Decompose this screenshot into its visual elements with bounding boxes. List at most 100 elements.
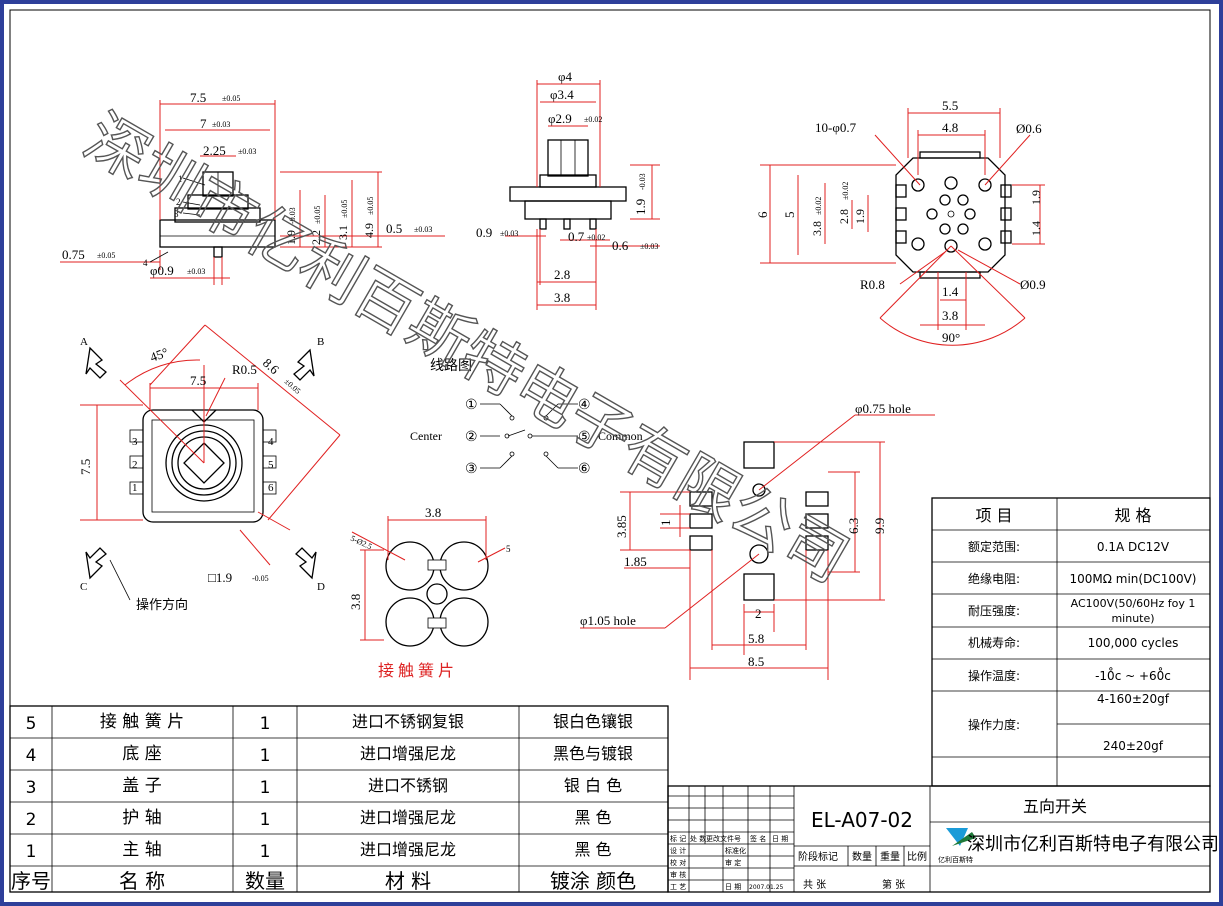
operation-view-labels: A B C D 45° 7.5 R0.5 8.6 ±0.05 7.5 □1.9 … [78, 336, 325, 612]
dim-0-6-center-tol: ±0.03 [640, 242, 658, 251]
operation-view [80, 324, 341, 601]
bom-no: 3 [26, 778, 37, 798]
dim-2-2-tol: ±0.05 [313, 206, 322, 224]
title-block [667, 785, 1211, 893]
terminal-4: ④ [578, 398, 591, 413]
part-no-4: 4 [143, 258, 148, 268]
dim-1-9-right: 1.9 [1029, 190, 1043, 205]
contact-spring-labels: 3.8 3.8 5-Ø2.5 5 接 触 簧 片 [348, 505, 511, 680]
dim-r0-5: R0.5 [232, 362, 257, 377]
dim-3-8-bottom: 3.8 [810, 221, 824, 236]
bom-header-name: 名 称 [119, 869, 165, 893]
side-view-center-labels: φ4 φ3.4 φ2.9 ±0.02 1.9 -0.03 0.9 ±0.03 0… [476, 69, 658, 305]
dim-r0-8: R0.8 [860, 277, 885, 292]
dim-90-deg: 90° [942, 330, 960, 345]
bom-finish: 银 白 色 [564, 776, 622, 795]
dim-3-8-spring-v: 3.8 [348, 594, 363, 610]
dim-7: 7 [200, 116, 207, 131]
rev-header: 处 数 [690, 834, 706, 843]
dim-6-3: 6.3 [846, 518, 861, 534]
dim-sq-1-9: □1.9 [208, 570, 232, 585]
spec-label-rating: 额定范围: [968, 539, 1020, 554]
bom-qty: 1 [260, 714, 271, 734]
bom-material: 进口增强尼龙 [360, 840, 456, 859]
company-name: 深圳市亿利百斯特电子有限公司 [967, 834, 1219, 855]
qty-label: 数量 [852, 850, 872, 863]
label-center: Center [410, 429, 442, 443]
pcb-labels: φ0.75 hole φ1.05 hole 3.85 1.85 1 6.3 9.… [580, 401, 911, 669]
spec-label-withstand: 耐压强度: [968, 603, 1020, 618]
dim-2-8-bottom-tol: ±0.02 [841, 182, 850, 200]
bom-no: 2 [26, 810, 37, 830]
terminal-2: ② [465, 430, 478, 445]
bom-finish: 黑 色 [574, 808, 611, 827]
dim-1-9: 1.9 [284, 230, 298, 245]
dim-2-8-bottom: 2.8 [837, 209, 851, 224]
bom-material: 进口不锈钢 [368, 776, 448, 795]
dim-1-pcb: 1 [658, 520, 673, 527]
std-label: 标准化 [725, 846, 746, 855]
dim-3-1: 3.1 [336, 225, 350, 240]
weight-label: 重量 [880, 850, 900, 863]
spec-col-spec: 规 格 [1114, 506, 1151, 525]
dim-1-4-bottom: 1.4 [942, 284, 959, 299]
terminal-6: ⑥ [578, 462, 591, 477]
bom-header-finish: 镀涂 颜色 [550, 869, 636, 893]
spring-title: 接 触 簧 片 [378, 661, 454, 680]
dim-45-deg: 45° [148, 344, 170, 364]
bom-qty: 1 [260, 778, 271, 798]
dim-1-9-center-tol: -0.03 [638, 173, 647, 190]
terminal-5: ⑤ [578, 430, 591, 445]
product-name: 五向开关 [1023, 797, 1087, 816]
dim-7-tol: ±0.03 [212, 120, 230, 129]
bottom-view-labels: 10-φ0.7 5.5 4.8 Ø0.6 6 5 3.8 ±0.02 2.8 ±… [755, 98, 1046, 345]
spec-label-insulation: 绝缘电阻: [968, 571, 1020, 586]
rev-header: 签 名 [750, 834, 766, 843]
pin-2: 2 [132, 459, 138, 471]
role-process: 工 艺 [670, 883, 686, 891]
dim-phi-4: φ4 [558, 69, 573, 84]
terminal-1: ① [465, 398, 478, 413]
hole-0-75: φ0.75 hole [855, 401, 911, 416]
dim-5-5: 5.5 [942, 98, 958, 113]
dim-4-8: 4.8 [942, 120, 958, 135]
bom-finish: 黑 色 [574, 840, 611, 859]
dim-3-1-tol: ±0.05 [340, 200, 349, 218]
company-logo-icon [946, 828, 968, 846]
bom-finish: 银白色镶银 [553, 712, 633, 731]
pin-5: 5 [268, 459, 274, 471]
dim-4-9: 4.9 [362, 223, 376, 238]
bom-finish: 黑色与镀银 [553, 744, 633, 763]
dim-6: 6 [755, 211, 770, 218]
dim-1-9-center: 1.9 [633, 199, 648, 215]
dim-4-9-tol: ±0.05 [366, 197, 375, 215]
bom-no: 1 [26, 842, 37, 862]
spec-value-withstand-2: minute) [1111, 612, 1154, 625]
dim-2-25-tol: ±0.03 [238, 147, 256, 156]
rev-header: 更改文件号 [706, 834, 741, 843]
spec-label-force: 操作力度: [968, 717, 1020, 732]
dim-2-pcb: 2 [755, 606, 762, 621]
dim-0-7-center-tol: ±0.02 [587, 233, 605, 242]
part-no-2: 2 [176, 197, 181, 207]
bom-material: 进口不锈钢复银 [352, 712, 464, 731]
bom-name: 主 轴 [122, 840, 161, 860]
dim-sq-1-9-tol: -0.05 [252, 574, 269, 583]
dim-2-25: 2.25 [203, 143, 226, 158]
part-no-1: 1 [178, 174, 183, 184]
dir-d: D [317, 581, 325, 593]
circuit-diagram [480, 403, 578, 469]
dim-7-5-op-v: 7.5 [78, 459, 93, 475]
dir-c: C [80, 581, 87, 593]
contact-spring [351, 516, 506, 647]
rev-header: 标 记 [670, 834, 686, 843]
dim-1-9-bottom: 1.9 [853, 209, 867, 224]
drawing-code: EL-A07-02 [811, 808, 913, 832]
dim-8-5: 8.5 [748, 654, 764, 669]
spring-part-5: 5 [506, 544, 511, 554]
dim-phi-0-9-bottom: Ø0.9 [1020, 277, 1046, 292]
dim-0-5-tol: ±0.03 [414, 225, 432, 234]
dim-9-9: 9.9 [872, 518, 887, 534]
